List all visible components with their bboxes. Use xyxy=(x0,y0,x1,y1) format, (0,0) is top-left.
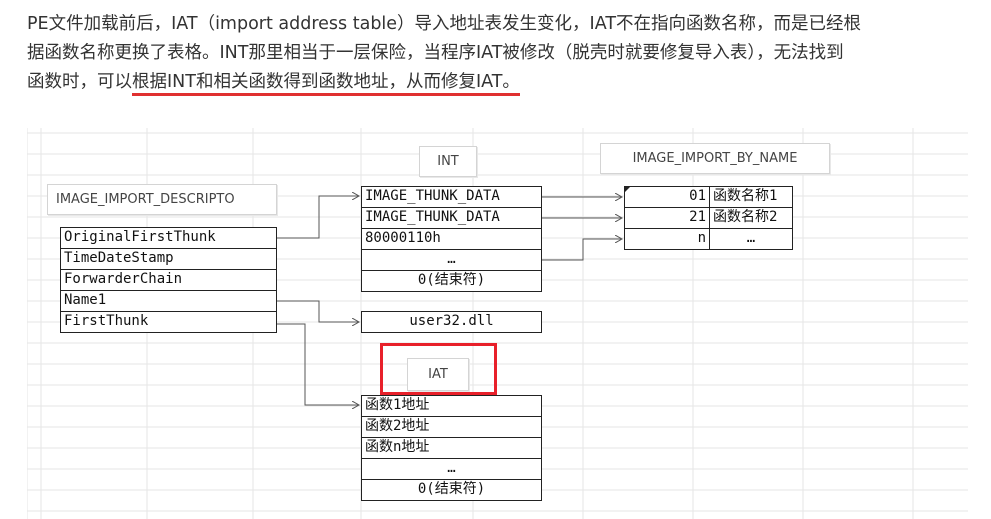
explanation-paragraph: PE文件加载前后，IAT（import address table）导入地址表发… xyxy=(27,10,977,97)
connector-arrows xyxy=(277,186,631,519)
arrow-int4-to-byname xyxy=(542,239,622,261)
iat-row-terminator: 0(结束符) xyxy=(361,479,542,501)
paragraph-line-3: 函数时，可以根据INT和相关函数得到函数地址，从而修复IAT。 xyxy=(27,68,977,97)
arrow-firstthunk-to-iat xyxy=(277,323,359,405)
by-name-hint: 01 xyxy=(624,186,710,208)
int-label: INT xyxy=(419,146,477,177)
int-row: 80000110h xyxy=(361,228,542,250)
import-table-diagram: IMAGE_IMPORT_DESCRIPTO INT IMAGE_IMPORT_… xyxy=(27,128,968,519)
int-row-terminator: 0(结束符) xyxy=(361,270,542,292)
paragraph-line-1: PE文件加载前后，IAT（import address table）导入地址表发… xyxy=(27,14,862,34)
corner-marker-icon xyxy=(624,186,631,193)
paragraph-line-2: 据函数名称更换了表格。INT那里相当于一层保险，当程序IAT被修改（脱壳时就要修… xyxy=(27,43,844,63)
arrow-name-to-dll xyxy=(277,300,359,322)
field-first-thunk: FirstThunk xyxy=(60,311,277,333)
field-forwarder-chain: ForwarderChain xyxy=(60,269,277,291)
by-name-label: IMAGE_IMPORT_BY_NAME xyxy=(600,143,830,174)
highlighted-sentence: 根据INT和相关函数得到函数地址，从而修复IAT。 xyxy=(132,72,520,96)
by-name-name: … xyxy=(709,228,793,250)
iat-row: 函数2地址 xyxy=(361,416,542,438)
arrow-oft-to-int xyxy=(277,196,359,239)
paragraph-line-3-start: 函数时，可以 xyxy=(27,72,132,92)
field-original-first-thunk: OriginalFirstThunk xyxy=(60,227,277,249)
iat-label: IAT xyxy=(407,358,469,391)
iat-highlight-box xyxy=(380,343,497,395)
descriptor-label: IMAGE_IMPORT_DESCRIPTO xyxy=(47,184,277,215)
dll-name-cell: user32.dll xyxy=(361,311,542,333)
